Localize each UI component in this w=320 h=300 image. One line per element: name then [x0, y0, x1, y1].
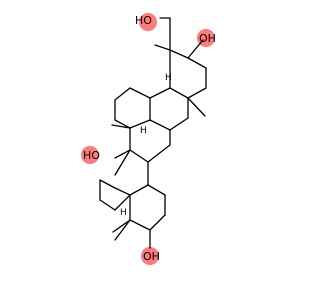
highlight-oh-middle [81, 146, 99, 164]
label-oh-bottom: OH [143, 250, 160, 263]
highlight-oh-bottom [141, 247, 159, 265]
atom-labels: HO OH HO OH H H H [83, 14, 216, 263]
molecule-structure-diagram: HO OH HO OH H H H [81, 13, 216, 265]
label-h-3: H [120, 208, 127, 218]
label-oh-top-ch2: HO [135, 14, 152, 27]
label-h-1: H [165, 73, 172, 83]
label-oh-top-ring: OH [199, 32, 216, 45]
hydroxyl-highlights [81, 13, 215, 265]
bonds [99, 17, 207, 249]
label-oh-middle: HO [83, 149, 100, 162]
label-h-2: H [140, 126, 147, 136]
highlight-oh-top-ch2 [139, 13, 157, 31]
